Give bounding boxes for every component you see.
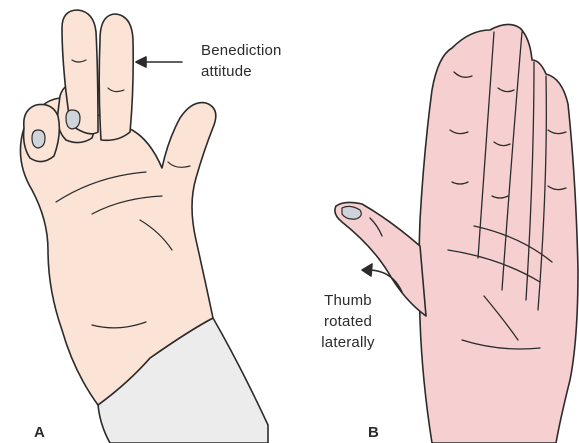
benediction-label-line-1: Benediction xyxy=(201,40,321,61)
middle-finger-extended xyxy=(99,14,133,140)
hand-b-thumb-rotated xyxy=(335,24,578,443)
benediction-arrowhead xyxy=(136,57,146,67)
panel-label-a: A xyxy=(34,424,45,441)
benediction-label-line-2: attitude xyxy=(201,61,321,82)
nail-little xyxy=(32,130,45,148)
thumb-label-line-1: Thumb xyxy=(310,290,386,311)
thumb-label-line-2: rotated xyxy=(310,311,386,332)
thumb-label: Thumb rotated laterally xyxy=(310,290,386,353)
palm-b xyxy=(419,24,578,443)
nail-ring xyxy=(66,110,80,129)
rotation-arrowhead xyxy=(362,264,372,276)
panel-label-b: B xyxy=(368,424,379,441)
benediction-label: Benediction attitude xyxy=(201,40,321,82)
thumb-label-line-3: laterally xyxy=(310,332,386,353)
